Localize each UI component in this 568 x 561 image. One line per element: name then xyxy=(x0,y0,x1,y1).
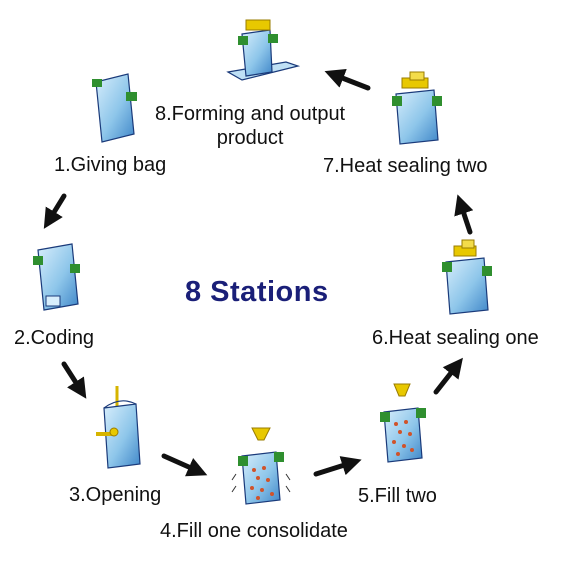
clip-icon xyxy=(33,256,43,265)
diagram-title: 8 Stations xyxy=(185,276,329,308)
station-5-fill-icon xyxy=(380,383,426,463)
cycle-arrow-icon xyxy=(454,194,474,235)
clip-icon xyxy=(126,92,137,101)
station-3-opening-icon xyxy=(96,386,141,469)
station-8-output-icon xyxy=(226,19,301,81)
station-6-label: 6.Heat sealing one xyxy=(372,327,539,349)
station-8-label-line2: product xyxy=(216,127,284,149)
cycle-arrow-icon xyxy=(324,69,371,91)
cycle-arrow-icon xyxy=(313,456,362,477)
station-3-label: 3.Opening xyxy=(69,484,162,506)
station-2-coding-icon xyxy=(33,243,80,311)
cycle-arrow-icon xyxy=(161,453,208,477)
station-4-fill-icon xyxy=(231,427,291,505)
cycle-arrow-icon xyxy=(43,193,67,229)
cycle-arrow-icon xyxy=(433,357,463,395)
funnel-icon xyxy=(393,383,411,397)
cycle-arrow-icon xyxy=(61,361,87,399)
station-6-heat-sealer-icon xyxy=(442,239,492,315)
station-1-bag-icon xyxy=(92,73,137,143)
coding-stamp-icon xyxy=(45,295,61,307)
station-5-label: 5.Fill two xyxy=(358,485,437,507)
station-2-label: 2.Coding xyxy=(14,327,95,349)
station-7-heat-sealer-icon xyxy=(392,71,442,145)
station-4-label: 4.Fill one consolidate xyxy=(160,520,348,542)
clip-icon xyxy=(70,264,80,273)
station-1-label: 1.Giving bag xyxy=(54,154,167,176)
clip-icon xyxy=(92,79,102,87)
funnel-icon xyxy=(251,427,271,441)
station-8-label: 8.Forming and output product xyxy=(155,102,345,150)
station-8-label-line1: 8.Forming and output xyxy=(155,103,346,125)
station-7-label: 7.Heat sealing two xyxy=(323,155,488,177)
